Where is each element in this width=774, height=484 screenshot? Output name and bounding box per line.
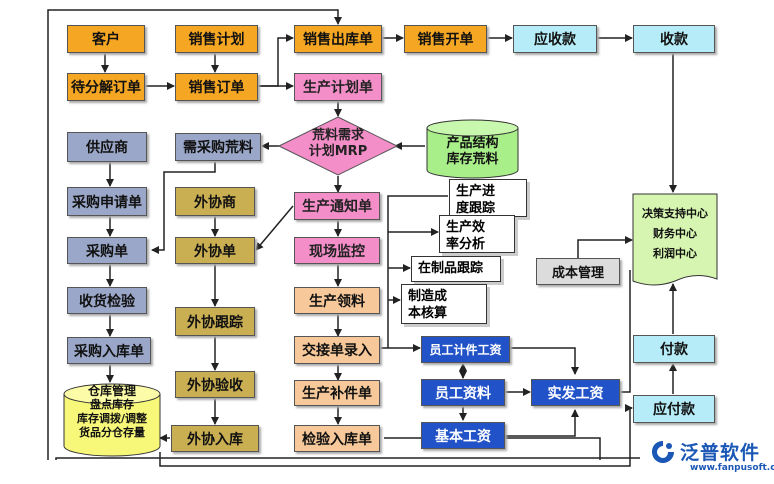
decision-line2: 财务中心 (653, 227, 697, 240)
employee-piecework-box[interactable]: 员工计件工资 (421, 336, 510, 363)
costing-line2: 本核算 (408, 306, 448, 321)
payment-box[interactable]: 付款 (633, 335, 715, 363)
logo-name: 泛普软件 (680, 442, 761, 464)
pending-order-box[interactable]: 待分解订单 (67, 73, 145, 101)
outsource-order-box[interactable]: 外协单 (175, 237, 255, 264)
base-wage-box[interactable]: 基本工资 (421, 422, 505, 449)
handover-entry-box[interactable]: 交接单录入 (294, 336, 380, 364)
purchase-order-box[interactable]: 采购单 (67, 237, 147, 264)
fanpu-logo-icon (652, 440, 674, 463)
receivable-box[interactable]: 应收款 (513, 25, 597, 53)
decision-line3: 利润中心 (653, 247, 697, 260)
brand-logo: 泛普软件 (650, 438, 760, 465)
customer-box[interactable]: 客户 (67, 25, 145, 53)
wip-tracking-report[interactable]: 在制品跟踪 (411, 256, 501, 282)
outsourcer-box[interactable]: 外协商 (175, 187, 255, 216)
purchase-demand-box[interactable]: 需采购荒料 (175, 133, 261, 161)
product-bom-cylinder[interactable] (425, 118, 520, 180)
outsource-inbound-box[interactable]: 外协入库 (171, 425, 259, 452)
purchase-request-box[interactable]: 采购申请单 (67, 187, 147, 216)
warehouse-title: 仓库管理 (87, 384, 136, 398)
receiving-inspection-box[interactable]: 收货检验 (67, 287, 147, 314)
purchase-inbound-box[interactable]: 采购入库单 (67, 337, 151, 364)
cost-management-box[interactable]: 成本管理 (536, 258, 620, 285)
mrp-line2: 计划MRP (308, 144, 368, 159)
supplier-box[interactable]: 供应商 (67, 132, 147, 162)
product-bom-line1: 产品结构 (446, 136, 499, 151)
product-bom-label: 产品结构 库存荒料 (430, 136, 515, 168)
wip-line: 在制品跟踪 (418, 261, 484, 276)
production-supplement-box[interactable]: 生产补件单 (294, 380, 380, 406)
sales-order-box[interactable]: 销售订单 (175, 73, 258, 101)
outsource-tracking-box[interactable]: 外协跟踪 (175, 307, 255, 336)
progress-tracking-report[interactable]: 生产进 度跟踪 (449, 179, 527, 217)
inspection-inbound-box[interactable]: 检验入库单 (294, 425, 380, 452)
efficiency-analysis-report[interactable]: 生产效 率分析 (439, 215, 515, 253)
warehouse-line3: 货品分仓存量 (79, 426, 145, 439)
logo-url: www.fanpusoft.com (690, 463, 774, 473)
site-monitor-box[interactable]: 现场监控 (294, 237, 380, 264)
collection-box[interactable]: 收款 (633, 25, 715, 53)
efficiency-line2: 率分析 (446, 237, 486, 252)
sales-plan-box[interactable]: 销售计划 (175, 25, 258, 53)
production-plan-box[interactable]: 生产计划单 (294, 73, 382, 101)
payable-box[interactable]: 应付款 (633, 395, 715, 423)
actual-wage-box[interactable]: 实发工资 (531, 379, 620, 406)
mrp-diamond[interactable] (278, 116, 398, 176)
sales-invoice-box[interactable]: 销售开单 (404, 25, 487, 53)
production-notice-box[interactable]: 生产通知单 (294, 192, 380, 220)
warehouse-line2: 库存调拨/调整 (76, 412, 148, 425)
progress-line2: 度跟踪 (456, 201, 496, 216)
product-bom-line2: 库存荒料 (446, 152, 499, 167)
decision-line1: 决策支持中心 (642, 207, 708, 220)
mrp-label: 荒料需求 计划MRP (285, 128, 391, 160)
cost-accounting-report[interactable]: 制造成 本核算 (401, 284, 487, 324)
costing-line1: 制造成 (408, 289, 448, 304)
efficiency-line1: 生产效 (446, 220, 486, 235)
warehouse-line1: 盘点库存 (90, 398, 134, 411)
production-material-box[interactable]: 生产领料 (294, 287, 380, 314)
employee-data-box[interactable]: 员工资料 (421, 379, 505, 406)
sales-outbound-box[interactable]: 销售出库单 (294, 25, 382, 53)
decision-center-label: 决策支持中心 财务中心 利润中心 (634, 204, 716, 264)
warehouse-cylinder[interactable] (62, 382, 162, 458)
mrp-line1: 荒料需求 (311, 128, 364, 143)
warehouse-label: 仓库管理 盘点库存 库存调拨/调整 货品分仓存量 (62, 384, 162, 440)
decision-center-doc[interactable] (632, 193, 718, 289)
progress-line1: 生产进 (456, 184, 496, 199)
outsource-inspection-box[interactable]: 外协验收 (175, 371, 255, 398)
